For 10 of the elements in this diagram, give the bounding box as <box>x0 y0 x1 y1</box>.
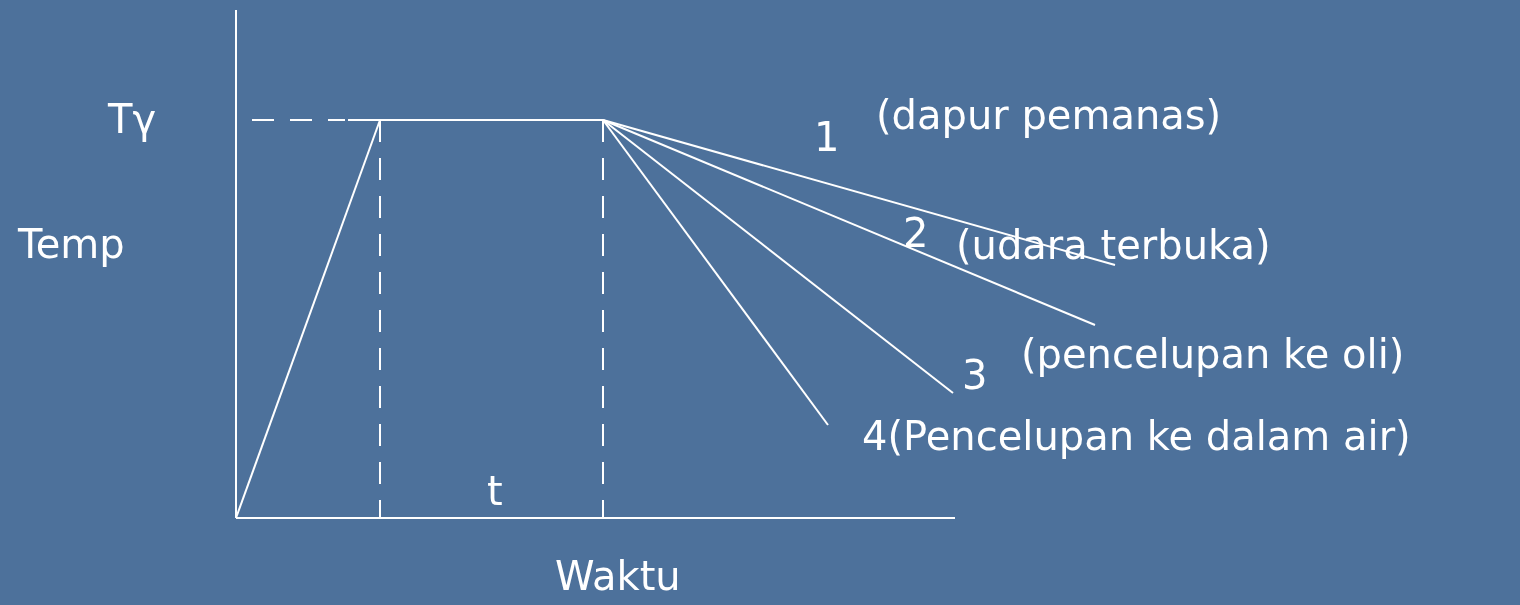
curve-number: 2 <box>903 210 929 256</box>
curve-label: (pencelupan ke oli) <box>1021 331 1405 377</box>
curve-label: 4(Pencelupan ke dalam air) <box>862 413 1411 459</box>
curve-label: (dapur pemanas) <box>876 92 1222 138</box>
curve-number: 1 <box>814 114 840 160</box>
axis-value-label: t <box>487 468 503 514</box>
axis-title: Waktu <box>555 553 681 599</box>
curve-number: 3 <box>962 352 988 398</box>
axis-value-label: Tγ <box>108 96 157 142</box>
axis-title: Temp <box>18 221 125 267</box>
